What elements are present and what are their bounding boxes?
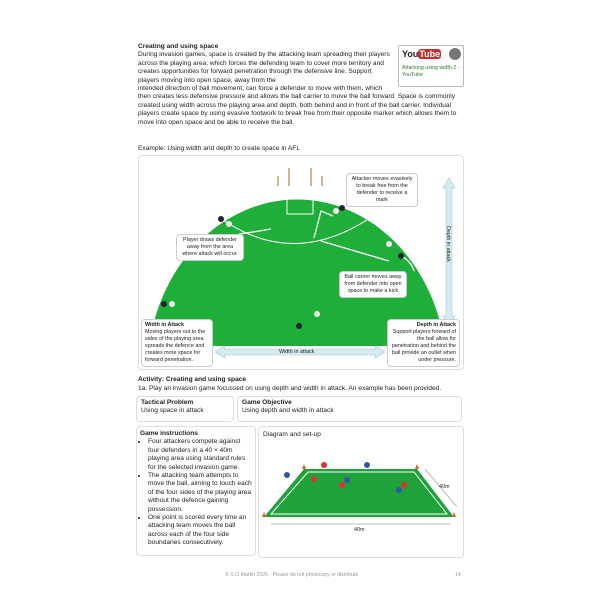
film-reel-icon [449, 48, 461, 60]
example-caption: Example: Using width and depth to create… [138, 145, 301, 152]
width-arrow-label: Width in attack [279, 349, 315, 355]
players [161, 205, 404, 329]
list-item: One point is scored every time an attack… [148, 514, 252, 548]
width-arrow [214, 345, 386, 359]
youtube-link[interactable]: YouTube Attacking using width 2 - YouTub… [398, 45, 464, 87]
dimension-side: 40m [439, 484, 450, 490]
callout-ball: Ball carrier moves away from defender in… [339, 271, 407, 298]
intro-section: YouTube Attacking using width 2 - YouTub… [138, 43, 464, 127]
game-instructions-box: Game instructions Four attackers compete… [136, 426, 256, 556]
instructions-list: Four attackers compete against four defe… [140, 438, 252, 547]
video-link-text[interactable]: Attacking using width 2 - YouTube [402, 65, 460, 78]
section-title: Creating and using space [138, 43, 219, 50]
diagram-label: Diagram and set-up [263, 431, 321, 438]
youtube-logo: YouTube [402, 49, 442, 59]
page-number: 14 [455, 572, 461, 578]
intro-paragraph-top: During invasion games, space is created … [138, 51, 390, 84]
list-item: The attacking team attempts to move the … [148, 472, 252, 514]
diagram-setup-box: Diagram and set-up 40m 40m [258, 426, 464, 558]
activity-instruction: 1a. Play an invasion game focussed on us… [138, 385, 442, 392]
dimension-bottom: 40m [354, 527, 365, 533]
goal-posts [277, 168, 323, 186]
activity-title: Activity: Creating and using space [138, 376, 247, 383]
footer-copyright: © S O Martin 2026 - Please do not photoc… [225, 572, 359, 578]
playing-area [262, 462, 458, 525]
players [284, 462, 407, 493]
intro-paragraph-bottom: intended direction of ball movement, can… [138, 85, 457, 126]
list-item: Four attackers compete against four defe… [148, 438, 252, 472]
afl-diagram: Depth in attack Width in attack Attacker… [138, 155, 464, 370]
callout-attacker: Attacker moves evasively to break free f… [346, 173, 418, 207]
depth-arrow-label: Depth in attack [445, 226, 451, 262]
callout-player: Player draws defender away from the area… [176, 234, 244, 261]
goal-square [286, 185, 314, 215]
